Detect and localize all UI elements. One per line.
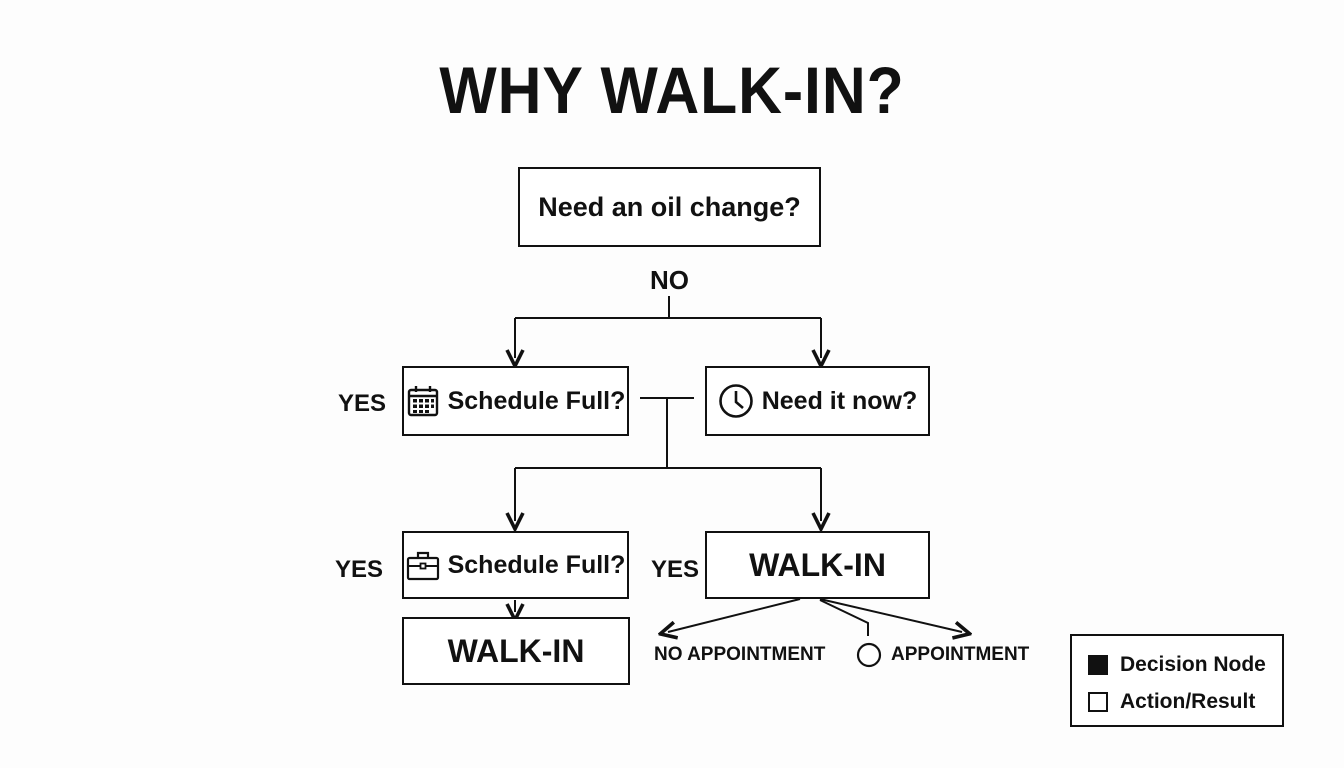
legend: Decision Node Action/Result [1070,634,1284,727]
label-no-appointment: NO APPOINTMENT [654,644,826,665]
legend-label-decision: Decision Node [1120,653,1266,676]
legend-item-decision: Decision Node [1088,653,1266,677]
label-appointment: APPOINTMENT [891,644,1030,665]
node-schedule-full-2-label: Schedule Full? [447,550,626,579]
diagram-title: WHY WALK-IN? [439,53,905,127]
legend-label-action: Action/Result [1120,690,1256,713]
legend-item-action: Action/Result [1088,690,1255,714]
node-schedule-full-1: Schedule Full? [402,366,629,436]
clock-icon [718,383,754,419]
node-schedule-full-1-label: Schedule Full? [447,386,626,415]
label-no: NO [650,265,689,295]
label-yes-1: YES [338,390,387,417]
arrow-to-appointment [819,598,962,632]
empty-square-icon [1088,692,1108,712]
node-need-it-now: Need it now? [705,366,930,436]
label-yes-2: YES [335,556,384,583]
node-walk-in-right: WALK-IN [705,531,930,599]
briefcase-icon [406,549,440,581]
node-need-it-now-label: Need it now? [761,386,918,415]
node-walk-in-left-label: WALK-IN [447,632,585,669]
circle-icon [856,642,882,673]
arrow-to-no-appointment [668,598,801,632]
node-need-oil-change-label: Need an oil change? [538,191,801,222]
node-schedule-full-2: Schedule Full? [402,531,629,599]
connector-to-circle [819,599,869,636]
node-walk-in-right-label: WALK-IN [749,546,886,583]
label-yes-3: YES [651,556,700,583]
calendar-icon [406,384,440,418]
node-walk-in-left: WALK-IN [402,617,630,685]
filled-square-icon [1088,655,1108,675]
node-need-oil-change: Need an oil change? [518,167,821,247]
